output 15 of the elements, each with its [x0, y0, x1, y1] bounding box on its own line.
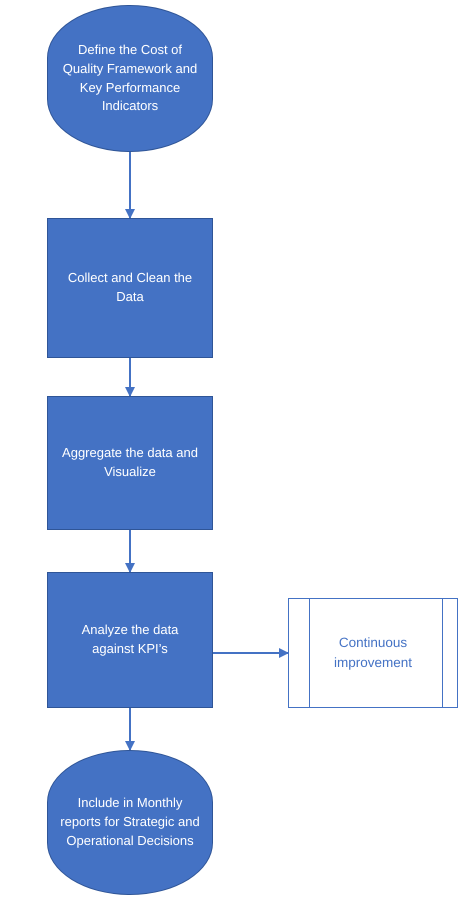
- node-label: Analyze the data against KPI’s: [80, 621, 180, 658]
- node-label: Include in Monthly reports for Strategic and Operational Decisions: [59, 794, 201, 850]
- arrow: [125, 708, 135, 751]
- node-label: Collect and Clean the Data: [66, 269, 194, 306]
- arrow: [125, 530, 135, 573]
- predefined-process-box: [288, 598, 458, 708]
- arrow: [213, 648, 289, 658]
- arrow: [125, 152, 135, 219]
- process-box: [47, 572, 213, 708]
- arrow: [125, 358, 135, 397]
- node-label: Aggregate the data and Visualize: [62, 444, 198, 481]
- node-label: Continuous improvement: [332, 634, 414, 672]
- process-box: [47, 396, 213, 530]
- node-label: Define the Cost of Quality Framework and Key Performance Indicators: [62, 40, 198, 116]
- process-box: [47, 218, 213, 358]
